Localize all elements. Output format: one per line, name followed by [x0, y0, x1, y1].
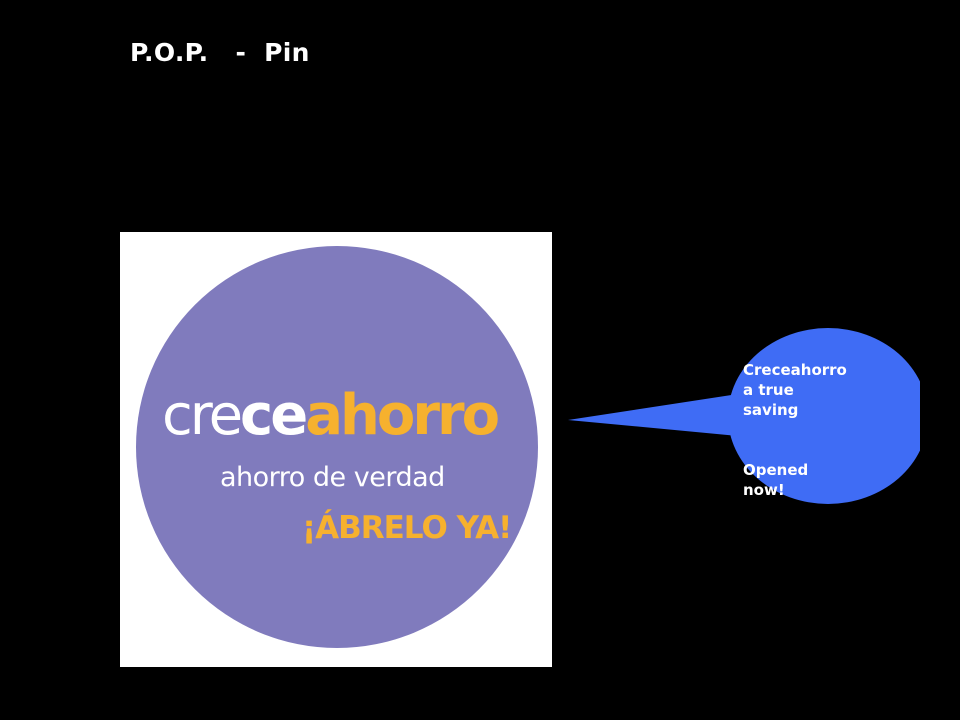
bubble-spacer: [743, 420, 873, 460]
speech-bubble-tail: [568, 394, 738, 436]
brand-logo-part3: ahorro: [305, 383, 500, 448]
brand-tagline: ahorro de verdad: [220, 462, 445, 493]
bubble-line-2: a true: [743, 381, 794, 399]
speech-bubble-text: Creceahorro a true saving Opened now!: [743, 360, 873, 500]
bubble-line-1: Creceahorro: [743, 361, 847, 379]
bubble-line-4: Opened: [743, 461, 809, 479]
brand-logo: creceahorro: [162, 386, 522, 446]
speech-bubble: [568, 328, 920, 504]
pin-badge: creceahorro ahorro de verdad ¡ÁBRELO YA!: [136, 246, 538, 648]
bubble-line-3: saving: [743, 401, 799, 419]
pin-image-panel: creceahorro ahorro de verdad ¡ÁBRELO YA!: [120, 232, 552, 667]
bubble-line-5: now!: [743, 481, 785, 499]
speech-bubble-body: [728, 328, 920, 504]
brand-logo-part1: cre: [162, 383, 243, 448]
slide-title: P.O.P. - Pin: [130, 38, 310, 67]
brand-logo-part2: ce: [240, 383, 308, 448]
call-to-action: ¡ÁBRELO YA!: [302, 510, 512, 546]
